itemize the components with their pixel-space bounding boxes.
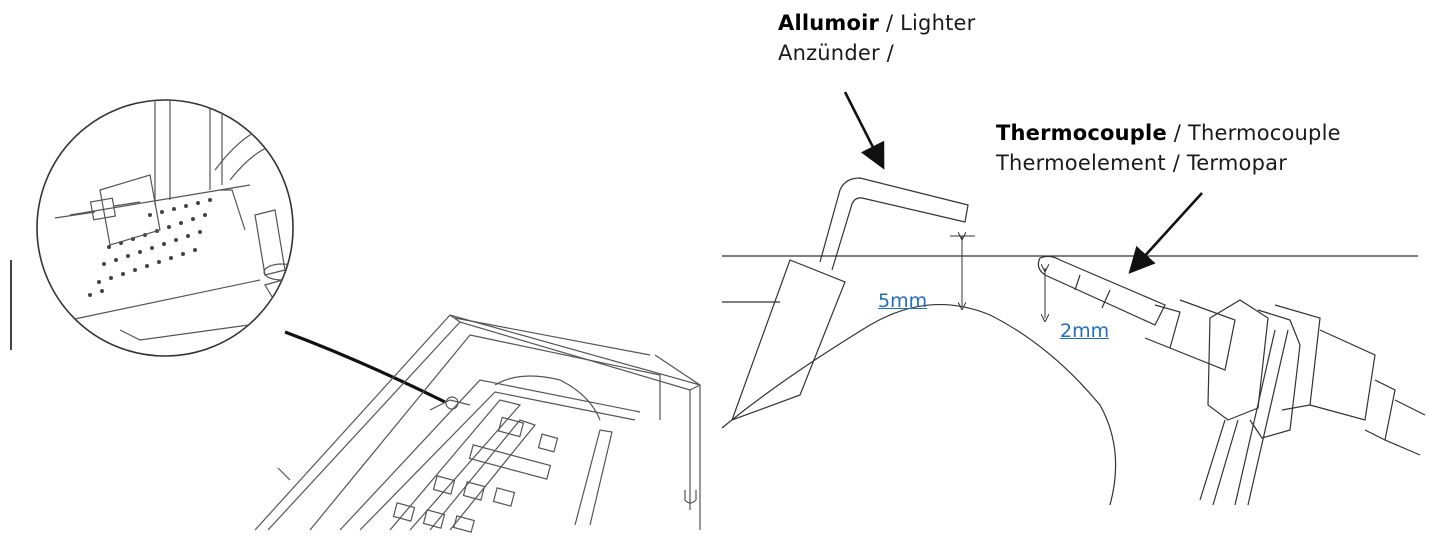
thermocouple-name-bold: Thermocouple bbox=[996, 121, 1167, 145]
lighter-name-rest: / Lighter bbox=[879, 11, 976, 35]
thermocouple-pointer-arrow bbox=[1128, 192, 1203, 274]
thermocouple-callout: Thermocouple / Thermocouple Thermoelemen… bbox=[996, 118, 1341, 178]
burner-box-view bbox=[254, 314, 701, 533]
lighter-name-bold: Allumoir bbox=[778, 11, 880, 35]
zoom-leader-line bbox=[284, 330, 446, 404]
section-detail bbox=[721, 177, 1426, 506]
thermocouple-name-rest: / Thermocouple bbox=[1166, 121, 1341, 145]
lighter-pointer-arrow bbox=[843, 91, 885, 170]
lighter-callout-line1: Allumoir / Lighter bbox=[778, 8, 975, 38]
zoom-detail-circle bbox=[36, 99, 294, 357]
dimension-5mm-marker bbox=[950, 236, 975, 306]
lighter-gap-label: 5mm bbox=[878, 290, 928, 312]
thermocouple-callout-line1: Thermocouple / Thermocouple bbox=[996, 118, 1341, 148]
lighter-callout: Allumoir / Lighter Anzünder / bbox=[778, 8, 975, 68]
thermocouple-callout-line2: Thermoelement / Termopar bbox=[996, 151, 1288, 175]
lighter-callout-line2: Anzünder / bbox=[778, 41, 894, 65]
thermocouple-gap-label: 2mm bbox=[1060, 320, 1110, 342]
